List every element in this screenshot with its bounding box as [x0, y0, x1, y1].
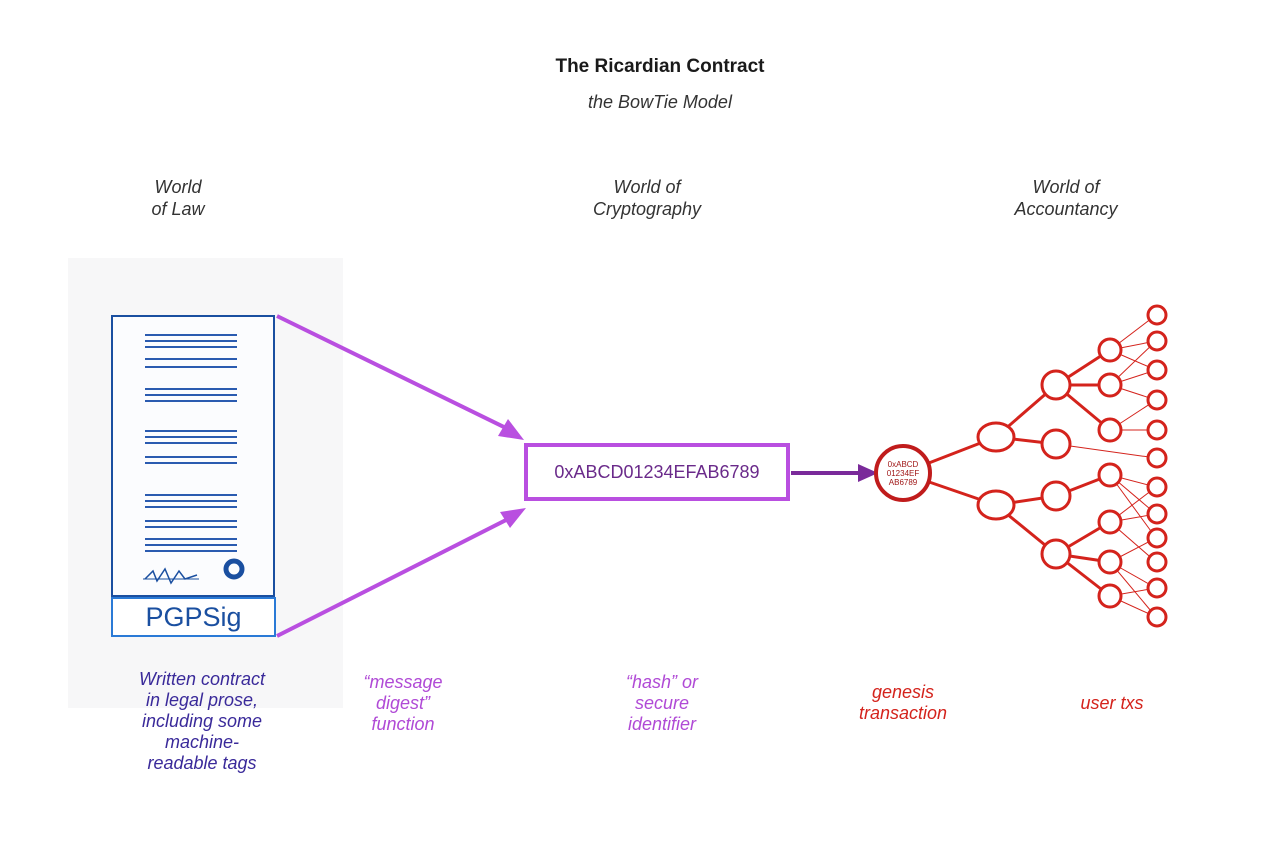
- digest-arrow-bottom: [276, 516, 511, 638]
- genesis-node-line3: AB6789: [889, 478, 918, 487]
- genesis-node-line1: 0xABCD: [888, 460, 919, 469]
- world-law-line1: World: [154, 177, 202, 197]
- caption-hash-line3: identifier: [627, 714, 697, 734]
- diagram-subtitle: the BowTie Model: [588, 92, 732, 112]
- pgp-signature-box: PGPSig: [111, 597, 276, 637]
- caption-contract-line4: machine-: [164, 732, 240, 752]
- world-accountancy-line2: Accountancy: [1014, 199, 1118, 219]
- transaction-tree-edges: [902, 348, 1111, 598]
- caption-contract: Written contract in legal prose, includi…: [112, 669, 292, 774]
- caption-hash-line1: “hash” or: [625, 672, 699, 692]
- world-law-heading: World of Law: [118, 176, 238, 220]
- caption-hash-line2: secure: [634, 693, 690, 713]
- caption-contract-line5: readable tags: [147, 753, 257, 773]
- caption-digest-line2: digest”: [375, 693, 431, 713]
- digest-arrowhead-bottom: [500, 508, 526, 528]
- caption-digest-line3: function: [371, 714, 435, 734]
- pgp-signature-label: PGPSig: [145, 601, 242, 632]
- genesis-node: [874, 444, 932, 502]
- user-tx-leaf-nodes: [1146, 304, 1168, 628]
- caption-hash: “hash” or secure identifier: [597, 672, 727, 735]
- hash-identifier-text: 0xABCD01234EFAB6789: [554, 461, 760, 482]
- world-accountancy-line1: World of: [1032, 177, 1100, 197]
- caption-digest-line1: “message: [363, 672, 443, 692]
- digest-arrowhead-top: [498, 419, 524, 440]
- caption-user-txs: user txs: [1052, 693, 1172, 714]
- caption-genesis-line1: genesis: [871, 682, 935, 702]
- caption-genesis: genesis transaction: [838, 682, 968, 724]
- document-text-lines: [143, 334, 245, 585]
- hash-to-genesis-arrowhead: [858, 464, 878, 482]
- world-accountancy-heading: World of Accountancy: [996, 176, 1136, 220]
- world-crypto-heading: World of Cryptography: [567, 176, 727, 220]
- caption-digest: “message digest” function: [338, 672, 468, 735]
- world-crypto-line2: Cryptography: [592, 199, 702, 219]
- world-crypto-line1: World of: [613, 177, 681, 197]
- transaction-nodes: [976, 337, 1123, 609]
- genesis-node-line2: 01234EF: [887, 469, 920, 478]
- world-law-line2: of Law: [151, 199, 205, 219]
- signature-scribble: [144, 567, 198, 585]
- digest-arrow-top: [276, 314, 511, 432]
- caption-contract-line1: Written contract: [138, 669, 266, 689]
- contract-document-icon: [111, 315, 275, 597]
- seal-icon: [223, 558, 245, 580]
- caption-contract-line3: including some: [141, 711, 263, 731]
- diagram-title: The Ricardian Contract: [555, 56, 765, 77]
- caption-genesis-line2: transaction: [858, 703, 948, 723]
- hash-identifier-box: 0xABCD01234EFAB6789: [524, 443, 790, 501]
- caption-user-txs-line1: user txs: [1080, 693, 1144, 713]
- caption-contract-line2: in legal prose,: [145, 690, 259, 710]
